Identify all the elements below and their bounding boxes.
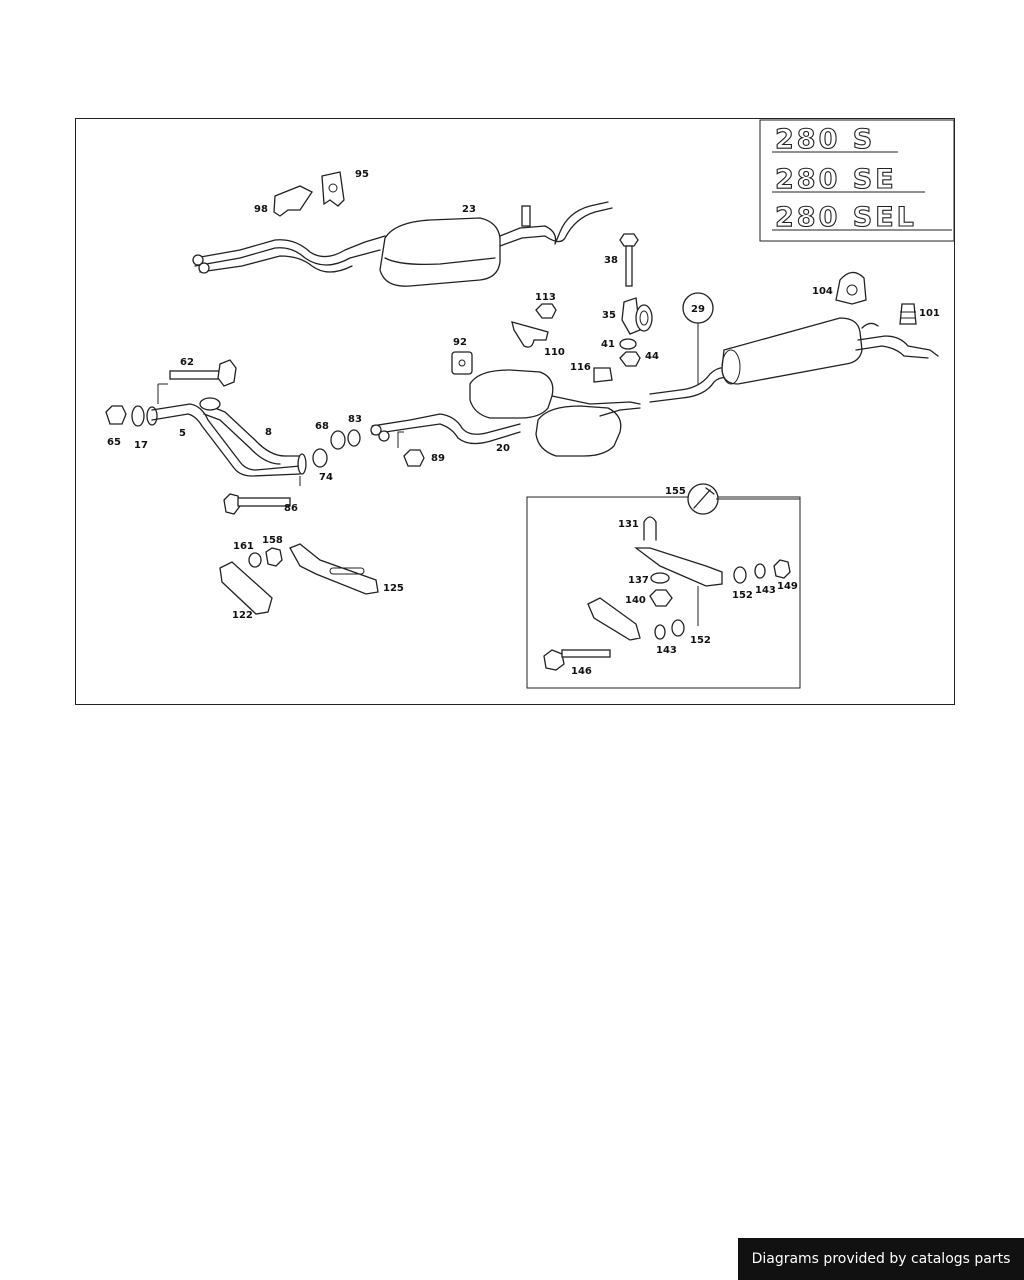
emblem-280s: 280 S	[775, 124, 875, 155]
bracket-122	[219, 561, 273, 615]
label-116: 116	[570, 362, 591, 373]
label-89: 89	[431, 453, 445, 464]
label-20: 20	[496, 443, 510, 454]
washer-41	[619, 338, 637, 350]
label-131: 131	[618, 519, 639, 530]
emblem-280sel: 280 SEL	[775, 202, 917, 233]
label-35: 35	[602, 310, 616, 321]
label-62: 62	[180, 357, 194, 368]
hanger-95	[321, 171, 345, 207]
label-92: 92	[453, 337, 467, 348]
leader-89	[397, 431, 404, 448]
pipe-5	[151, 403, 301, 477]
label-95: 95	[355, 169, 369, 180]
nut-44	[619, 351, 641, 367]
label-101: 101	[919, 308, 940, 319]
label-8: 8	[265, 427, 272, 438]
nut-149	[773, 559, 791, 579]
label-98: 98	[254, 204, 268, 215]
label-161: 161	[233, 541, 254, 552]
nut-65	[105, 405, 127, 425]
spring-74	[312, 448, 328, 468]
label-17: 17	[134, 440, 148, 451]
label-74: 74	[319, 472, 333, 483]
center-silencers-20	[370, 369, 641, 457]
label-152a: 152	[732, 590, 753, 601]
label-65: 65	[107, 437, 121, 448]
label-113: 113	[535, 292, 556, 303]
bolt-146	[543, 649, 611, 671]
footer-credit-text: Diagrams provided by catalogs parts	[751, 1251, 1011, 1267]
label-158: 158	[262, 535, 283, 546]
washer-143a	[754, 563, 766, 579]
label-143b: 143	[656, 645, 677, 656]
ring-83	[347, 429, 361, 447]
ring-68	[330, 430, 346, 450]
bolt-86	[223, 493, 291, 515]
label-125: 125	[383, 583, 404, 594]
bolt-38	[619, 233, 639, 287]
label-152b: 152	[690, 635, 711, 646]
inset-box-155	[526, 496, 801, 689]
front-pipe-23	[192, 201, 613, 287]
pipe-8	[199, 397, 301, 465]
label-44: 44	[645, 351, 659, 362]
emblem-box	[759, 119, 955, 242]
clamp-35	[621, 297, 653, 335]
bolt-62	[169, 359, 237, 387]
hanger-92	[451, 351, 473, 375]
label-137: 137	[628, 575, 649, 586]
support-bracket	[587, 597, 641, 641]
nut-158	[265, 547, 283, 567]
leader-62	[157, 383, 168, 404]
mount-bracket	[634, 547, 723, 587]
label-146: 146	[571, 666, 592, 677]
footer-credit: Diagrams provided by catalogs parts	[738, 1238, 1024, 1280]
rubber-116	[593, 367, 613, 383]
label-149: 149	[777, 581, 798, 592]
rubber-101	[899, 303, 917, 325]
label-122: 122	[232, 610, 253, 621]
label-86: 86	[284, 503, 298, 514]
strap-125	[289, 543, 379, 595]
nut-113	[535, 303, 557, 319]
label-110: 110	[544, 347, 565, 358]
ubolt-131	[643, 516, 657, 541]
label-143a: 143	[755, 585, 776, 596]
bushing-152b	[671, 619, 685, 637]
nut-140	[649, 589, 673, 607]
bracket-110	[511, 321, 549, 348]
hanger-104	[835, 271, 867, 305]
washer-161	[248, 552, 262, 568]
diagram-frame	[75, 118, 955, 705]
wrench-icon	[687, 483, 719, 515]
emblem-280se: 280 SE	[775, 164, 897, 195]
gasket-17	[131, 405, 145, 427]
label-68: 68	[315, 421, 329, 432]
label-155: 155	[665, 486, 686, 497]
rear-muffler-29	[649, 317, 939, 403]
bracket-98	[273, 185, 313, 217]
washer-143b	[654, 624, 666, 640]
label-83: 83	[348, 414, 362, 425]
bushing-152a	[733, 566, 747, 584]
label-140: 140	[625, 595, 646, 606]
washer-137	[650, 572, 670, 584]
label-41: 41	[601, 339, 615, 350]
nut-89	[403, 449, 425, 467]
label-5: 5	[179, 428, 186, 439]
label-29: 29	[691, 304, 705, 315]
label-38: 38	[604, 255, 618, 266]
label-23: 23	[462, 204, 476, 215]
label-104: 104	[812, 286, 833, 297]
